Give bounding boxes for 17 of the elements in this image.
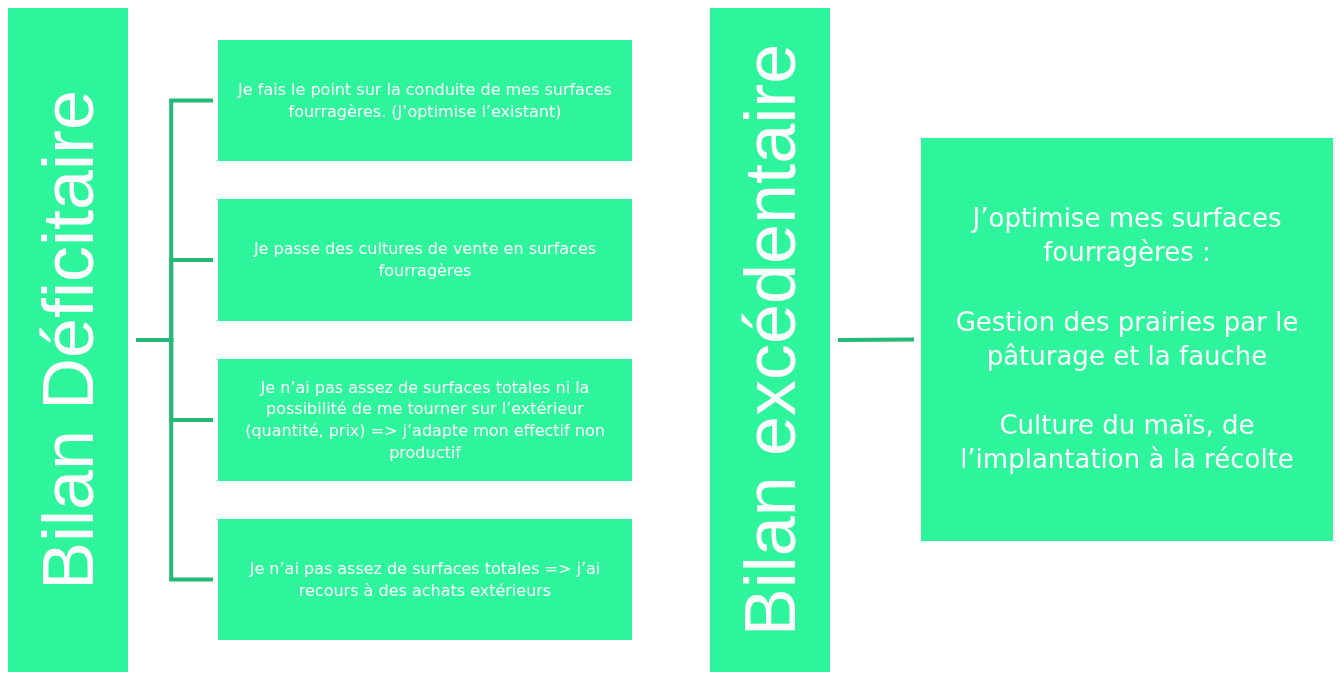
box-text: Je fais le point sur la conduite de mes surfaces fourragères. (J’optimise l’existant): [236, 78, 613, 123]
text-box: [218, 40, 632, 161]
connector-line: [838, 337, 914, 342]
text-box: [218, 519, 632, 640]
box-text: Je n’ai pas assez de surfaces totales ni la possibilité de me tourner sur l’extérieur (quantité, prix) => j’adapte mon effectif non productif: [244, 376, 606, 464]
box-text: Culture du maïs, de l’implantation à la récolte: [959, 409, 1295, 477]
title-band: [8, 8, 128, 672]
band-title: Bilan Déficitaire: [27, 89, 109, 591]
text-box: [218, 199, 632, 321]
box-text: Je n’ai pas assez de surfaces totales => j’ai recours à des achats extérieurs: [248, 557, 602, 602]
box-text: Gestion des prairies par le pâturage et la fauche: [954, 305, 1300, 373]
box-text: J’optimise mes surfaces fourragères :: [970, 202, 1283, 269]
text-box: [218, 359, 632, 481]
box-text: Je passe des cultures de vente en surfaces fourragères: [252, 238, 598, 282]
title-band: [710, 8, 830, 672]
band-title: Bilan excédentaire: [729, 43, 811, 637]
text-box: [921, 138, 1333, 541]
